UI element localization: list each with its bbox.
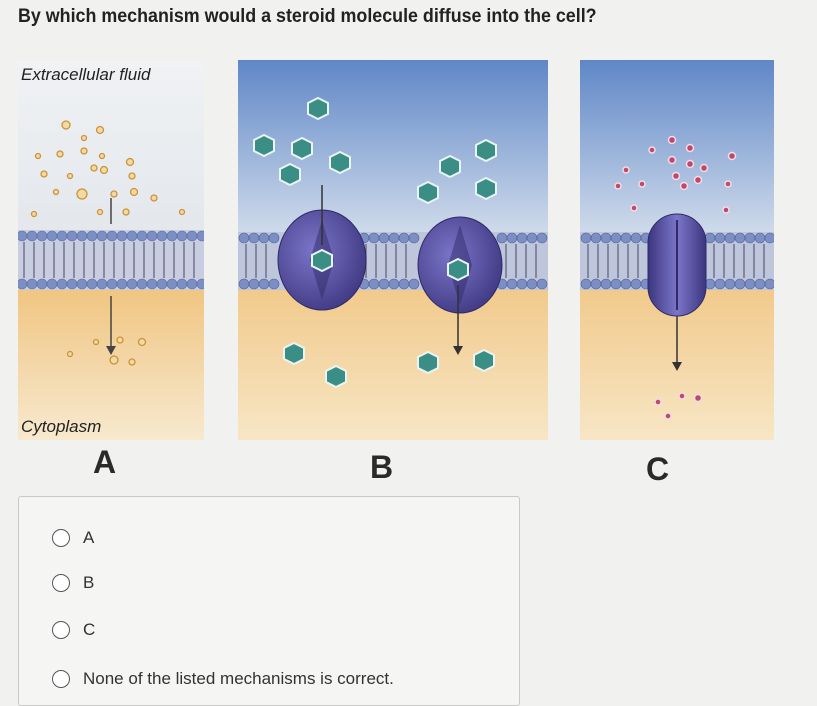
- transporter-diffusion-illustration: [580, 60, 774, 440]
- option-none[interactable]: None of the listed mechanisms is correct…: [52, 669, 394, 689]
- option-b-label: B: [83, 573, 95, 592]
- option-c[interactable]: C: [52, 620, 95, 640]
- cytoplasm-label: Cytoplasm: [21, 417, 101, 436]
- option-none-label: None of the listed mechanisms is correct…: [83, 669, 394, 688]
- radio-option-b[interactable]: [52, 574, 70, 592]
- question-text: By which mechanism would a steroid molec…: [18, 6, 597, 27]
- option-a-label: A: [83, 528, 95, 547]
- diagram-panel-b: [238, 60, 548, 440]
- panel-letter-b: B: [370, 449, 394, 485]
- panel-letter-c: C: [646, 451, 670, 487]
- radio-option-c[interactable]: [52, 621, 70, 639]
- radio-option-none[interactable]: [52, 670, 70, 688]
- option-b[interactable]: B: [52, 573, 94, 593]
- panel-letter-a: A: [93, 444, 117, 480]
- channel-diffusion-illustration: [238, 60, 548, 440]
- simple-diffusion-illustration: Extracellular fluid Cytoplasm: [18, 60, 204, 440]
- radio-option-a[interactable]: [52, 529, 70, 547]
- diagram-panel-a: Extracellular fluid Cytoplasm: [18, 60, 204, 440]
- answer-options-box: A B C None of the listed mechanisms is c…: [18, 496, 520, 706]
- option-c-label: C: [83, 620, 96, 639]
- diagram-panel-c: [580, 60, 774, 440]
- extracellular-fluid-label: Extracellular fluid: [21, 65, 151, 84]
- option-a[interactable]: A: [52, 528, 94, 548]
